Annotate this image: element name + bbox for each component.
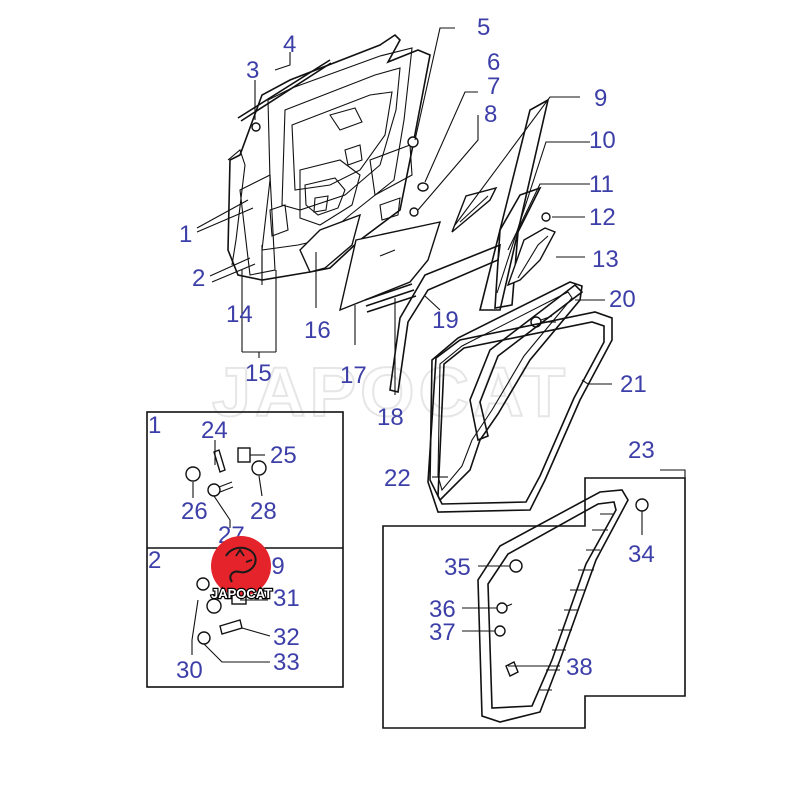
inset-label-top: 1: [148, 412, 161, 439]
seal-inset: [382, 477, 686, 729]
callout-11: 11: [589, 171, 614, 198]
callout-37: 37: [429, 619, 456, 646]
callout-3: 3: [246, 57, 259, 84]
callout-7: 7: [487, 73, 500, 100]
callout-32: 32: [273, 624, 300, 651]
clip-icon: [409, 207, 419, 217]
nut-icon: [197, 631, 211, 645]
door-frame: [227, 33, 431, 281]
clip-icon: [505, 661, 519, 677]
callout-10: 10: [589, 127, 616, 154]
callout-14: 14: [226, 301, 253, 328]
stud-icon: [219, 619, 243, 635]
callout-24: 24: [201, 417, 228, 444]
opening-seal-21: [427, 311, 613, 513]
callout-9: 9: [594, 85, 607, 112]
quarter-weatherstrip: [477, 489, 629, 723]
nut-icon: [196, 577, 210, 591]
clip-icon: [509, 559, 523, 573]
callout-2: 2: [192, 265, 205, 292]
callout-28: 28: [250, 498, 277, 525]
callout-15: 15: [245, 360, 272, 387]
watermark: JAPOCAT: [212, 353, 569, 431]
callout-33: 33: [273, 649, 300, 676]
callout-38: 38: [566, 654, 593, 681]
inset-label-bottom: 2: [148, 547, 161, 574]
callout-17: 17: [340, 362, 367, 389]
japocat-logo: JAPOCAT: [210, 536, 273, 602]
glass-run-19: [469, 283, 584, 442]
logo-text: JAPOCAT: [211, 586, 272, 601]
callout-34: 34: [628, 541, 655, 568]
callout-35: 35: [444, 554, 471, 581]
grommet-icon: [407, 136, 419, 148]
nut-icon: [185, 466, 201, 482]
callout-26: 26: [181, 498, 208, 525]
callout-19: 19: [432, 307, 459, 334]
callout-30: 30: [176, 657, 203, 684]
callout-8: 8: [484, 101, 497, 128]
plug-icon: [417, 182, 429, 192]
screw-icon: [541, 212, 551, 222]
channel-11: [494, 186, 542, 309]
trim-panel: [299, 213, 362, 273]
callout-31: 31: [273, 585, 300, 612]
callout-16: 16: [304, 317, 331, 344]
callout-1: 1: [179, 221, 192, 248]
belt-molding: [237, 59, 332, 122]
door-glass: [339, 221, 442, 312]
nut-icon: [237, 447, 251, 463]
nut-icon: [251, 460, 267, 476]
callout-4: 4: [283, 31, 296, 58]
small-quarter-glass: [451, 186, 498, 233]
clip-icon: [496, 602, 513, 614]
bolt-icon: [213, 449, 226, 473]
callout-6: 6: [487, 49, 500, 76]
callout-13: 13: [592, 246, 619, 273]
leader-lines: [191, 27, 686, 667]
callout-22: 22: [384, 465, 411, 492]
callout-23: 23: [628, 437, 655, 464]
clip-icon: [494, 625, 506, 637]
screw-icon: [251, 122, 261, 132]
callout-labels: 1 2 3 4 5 6 7 8 9 10 11 12 13 14 15 16 1…: [148, 14, 655, 684]
callout-20: 20: [609, 286, 636, 313]
callout-21: 21: [620, 371, 647, 398]
bolt-icon: [207, 481, 234, 497]
callout-18: 18: [377, 404, 404, 431]
callout-5: 5: [477, 14, 490, 41]
callout-36: 36: [429, 596, 456, 623]
clip-icon: [635, 498, 649, 520]
callout-25: 25: [270, 442, 297, 469]
callout-12: 12: [589, 204, 616, 231]
glass-run-strips: [364, 283, 417, 313]
bolt-icon: [206, 598, 222, 614]
